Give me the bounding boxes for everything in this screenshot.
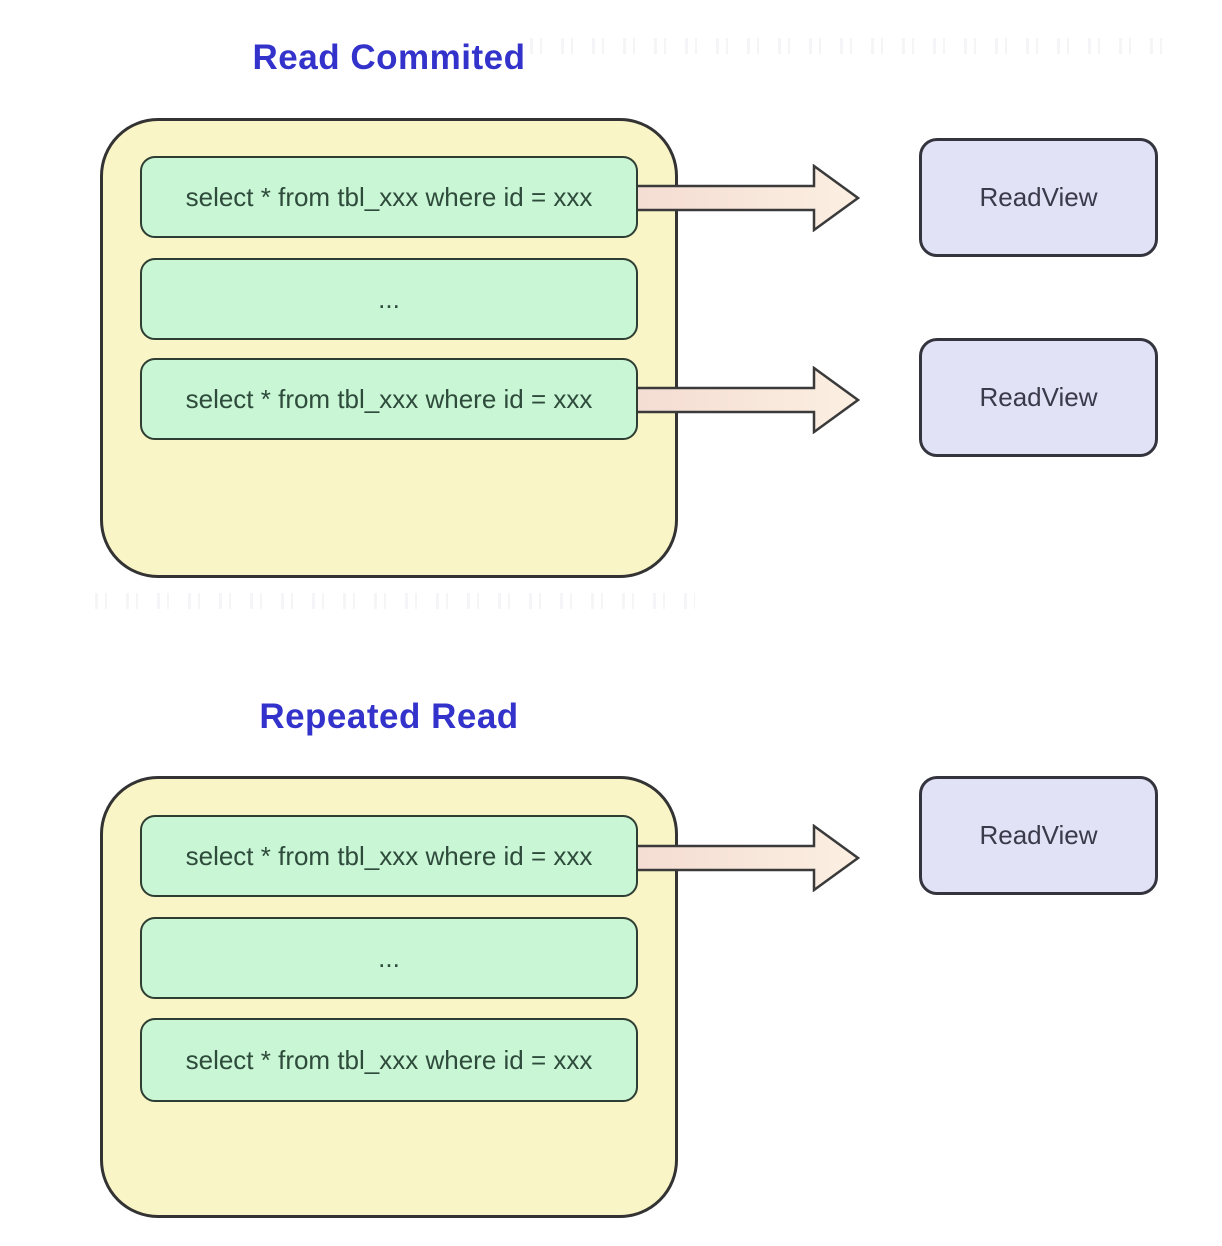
readview-box-1: ReadView — [919, 138, 1158, 257]
arrow-query3-to-readview2 — [630, 366, 860, 434]
query-text: select * from tbl_xxx where id = xxx — [185, 383, 593, 414]
arrow-query1-to-readview — [630, 824, 860, 892]
readview-box-2: ReadView — [919, 338, 1158, 457]
query-box-ellipsis: ... — [140, 258, 638, 340]
readview-label: ReadView — [979, 820, 1098, 850]
section-title-read-committed: Read Commited — [252, 38, 526, 77]
query-box-select-2: select * from tbl_xxx where id = xxx — [140, 358, 638, 440]
query-text: select * from tbl_xxx where id = xxx — [185, 840, 593, 871]
watermark-ghost-top — [530, 38, 1170, 54]
ellipsis-text: ... — [378, 283, 400, 314]
section-title-repeated-read: Repeated Read — [259, 697, 519, 736]
query-text: select * from tbl_xxx where id = xxx — [185, 181, 593, 212]
readview-label: ReadView — [979, 382, 1098, 412]
query-box-select-1: select * from tbl_xxx where id = xxx — [140, 815, 638, 897]
query-text: select * from tbl_xxx where id = xxx — [185, 1044, 593, 1075]
ellipsis-text: ... — [378, 942, 400, 973]
query-box-select-2: select * from tbl_xxx where id = xxx — [140, 1018, 638, 1102]
readview-label: ReadView — [979, 182, 1098, 212]
readview-box-1: ReadView — [919, 776, 1158, 895]
query-box-select-1: select * from tbl_xxx where id = xxx — [140, 156, 638, 238]
watermark-ghost-middle — [95, 593, 695, 609]
arrow-query1-to-readview1 — [630, 164, 860, 232]
query-box-ellipsis: ... — [140, 917, 638, 999]
